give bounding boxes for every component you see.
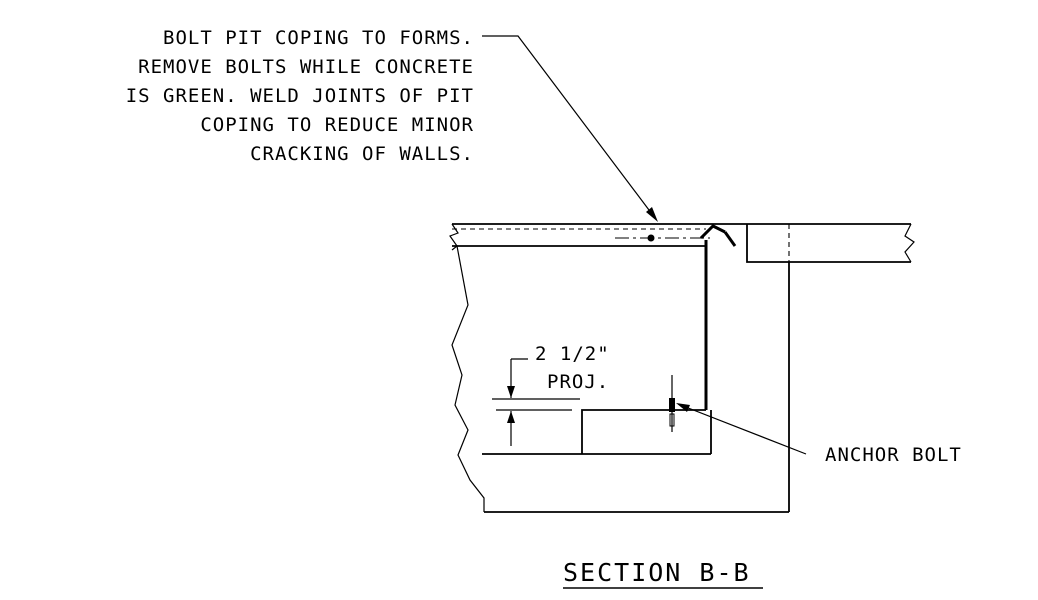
ledge-outline [581,409,706,454]
note-leader [482,35,658,222]
anchor-bolt-head [669,398,675,412]
dimension-label: PROJ. [547,371,609,393]
note-leader-arrowhead [646,207,658,222]
right-slab [746,223,915,263]
section-title: SECTION B-B [563,558,763,589]
note-leader-line [482,35,656,219]
anchor-bolt [669,375,675,432]
coping-angle-lip [723,231,737,247]
concrete-slab [449,223,911,251]
note-line-4: COPING TO REDUCE MINOR [200,114,474,136]
slab-break-right [904,223,915,263]
note-line-2: REMOVE BOLTS WHILE CONCRETE [138,56,474,78]
dimension-value: 2 1/2" [535,343,610,365]
anchor-bolt-label: ANCHOR BOLT [825,444,962,466]
dimension-arrow-up [507,411,515,423]
anchor-bolt-shank [669,413,675,427]
slab-break-left [449,223,459,251]
coping-angle [699,224,726,240]
wall-break-line [451,245,485,512]
note-line-3: IS GREEN. WELD JOINTS OF PIT [126,85,474,107]
note-line-1: BOLT PIT COPING TO FORMS. [163,27,474,49]
note-line-5: CRACKING OF WALLS. [250,143,474,165]
dimension-arrow-down [507,386,515,398]
anchor-bolt-arrowhead [676,403,690,412]
right-slab-outline [746,224,911,263]
general-note: BOLT PIT COPING TO FORMS. REMOVE BOLTS W… [126,27,474,165]
anchor-bolt-callout: ANCHOR BOLT [676,403,962,466]
projection-dimension: 2 1/2" PROJ. [492,343,610,446]
anchor-bolt-leader [677,403,807,455]
section-title-text: SECTION B-B [563,558,751,587]
pit-coping-steel [615,224,737,410]
bolt-dot [647,234,655,242]
pit-outline [482,262,790,513]
